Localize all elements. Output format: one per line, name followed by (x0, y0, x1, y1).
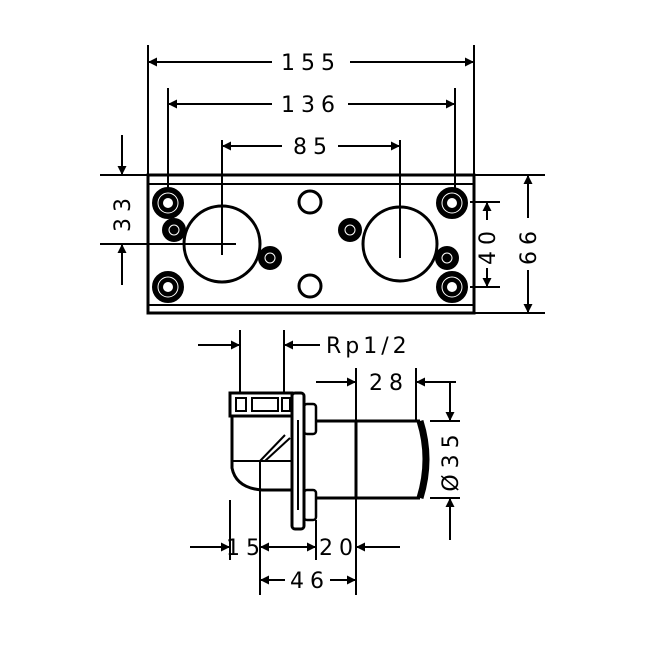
dim-28-label: 28 (369, 371, 409, 396)
mounting-plate (100, 140, 476, 315)
dim-thread (198, 330, 320, 393)
dim-20-label: 20 (319, 536, 359, 561)
screws (162, 218, 459, 270)
dim-40-label: 40 (476, 225, 501, 265)
hole-bottom (297, 273, 323, 299)
dim-33 (100, 135, 148, 285)
dim-66-label: 66 (517, 225, 542, 265)
valve-body (228, 391, 430, 531)
dim-155 (147, 45, 475, 175)
dim-136 (167, 88, 456, 190)
dim-35-label: Ø35 (439, 428, 464, 491)
dim-66 (474, 174, 545, 314)
dim-15-20 (190, 490, 400, 595)
dim-33-label: 33 (111, 192, 136, 232)
dim-85-label: 85 (293, 135, 333, 160)
dim-35 (430, 382, 460, 540)
dim-46-label: 46 (290, 569, 330, 594)
dim-136-label: 136 (281, 93, 341, 118)
dim-40 (470, 201, 500, 288)
corner-bolts (152, 187, 468, 303)
dim-15-label: 15 (226, 536, 266, 561)
dim-155-label: 155 (281, 51, 341, 76)
dim-thread-label: Rp1/2 (326, 334, 411, 359)
hole-top (297, 189, 323, 215)
